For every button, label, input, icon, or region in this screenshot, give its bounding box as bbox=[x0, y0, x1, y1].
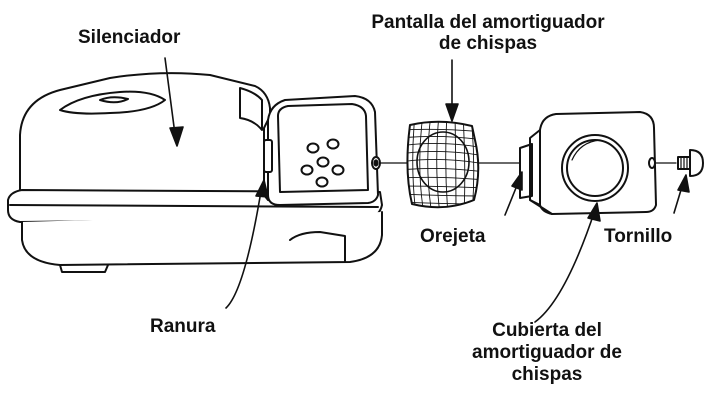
label-spark-arrester-screen: Pantalla del amortiguador de chispas bbox=[338, 12, 638, 54]
label-muffler: Silenciador bbox=[78, 27, 181, 48]
spark-arrester-cover-drawing bbox=[529, 111, 657, 215]
spark-arrester-screen-drawing bbox=[406, 120, 480, 209]
label-slot: Ranura bbox=[150, 316, 216, 337]
muffler-drawing bbox=[7, 72, 383, 273]
label-spark-arrester-cover: Cubierta del amortiguador de chispas bbox=[442, 320, 652, 386]
label-cover-line3: chispas bbox=[511, 364, 583, 385]
screw-drawing bbox=[677, 149, 704, 177]
label-cover-line1: Cubierta del bbox=[492, 320, 602, 341]
leader-arrows bbox=[164, 57, 690, 323]
label-screw: Tornillo bbox=[604, 226, 673, 247]
label-screen-line2: de chispas bbox=[438, 33, 538, 54]
label-screen-line1: Pantalla del amortiguador bbox=[371, 12, 605, 33]
label-tab: Orejeta bbox=[420, 226, 486, 247]
label-cover-line2: amortiguador de bbox=[472, 342, 622, 363]
